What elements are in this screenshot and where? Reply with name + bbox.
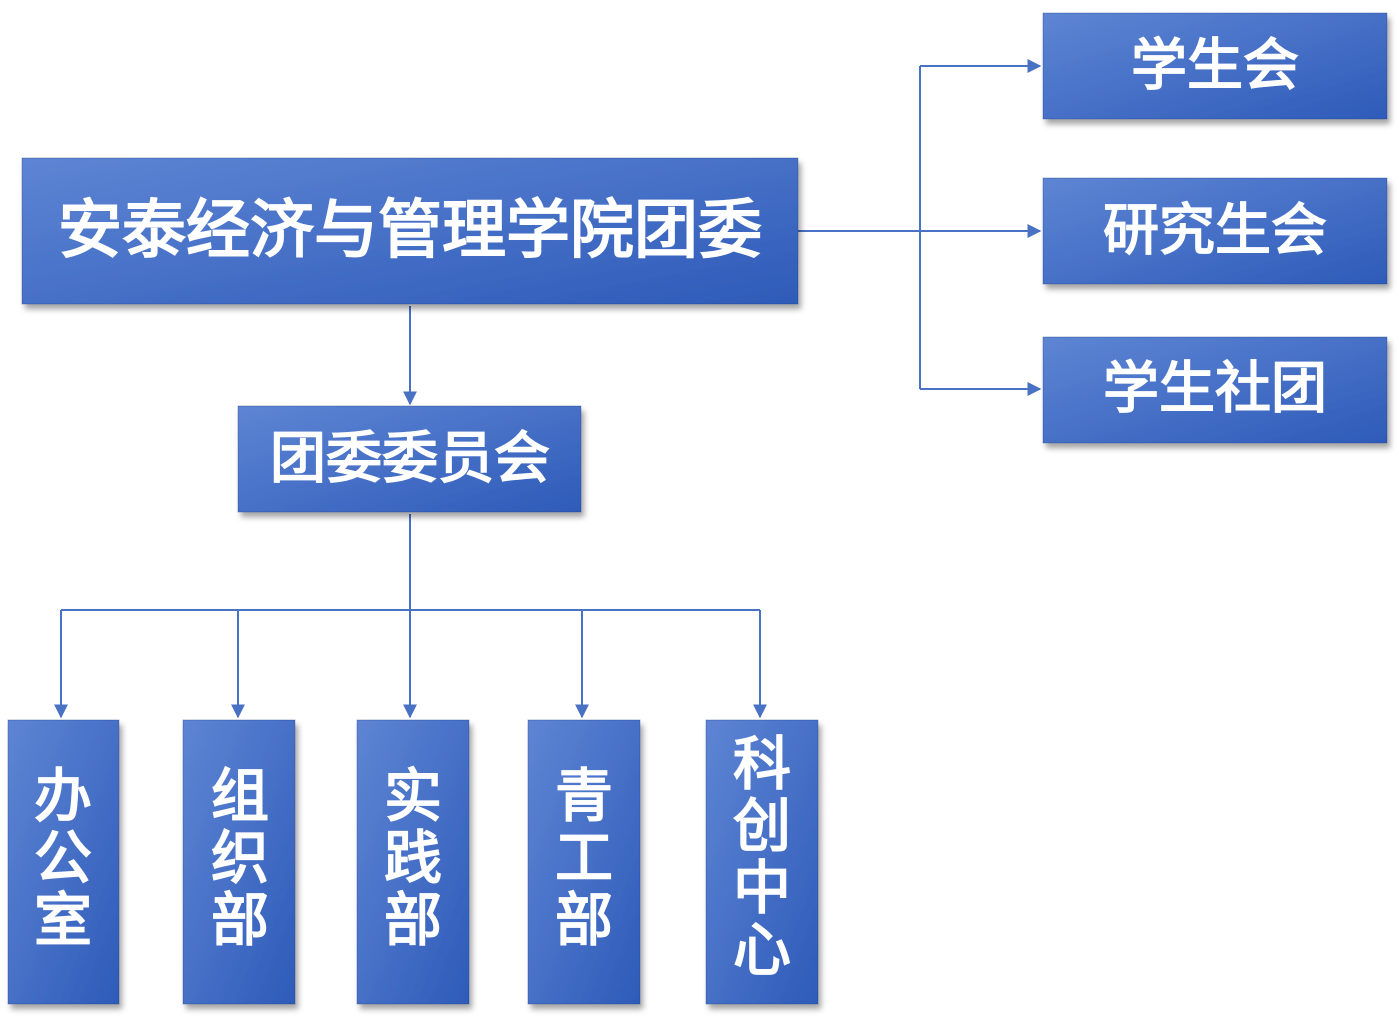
- affiliate-student-clubs: 学生社团: [1042, 336, 1388, 444]
- affiliate-graduate-union: 研究生会: [1042, 177, 1388, 285]
- department-label: 办公室: [34, 762, 92, 954]
- department-label-char: 实: [384, 762, 442, 830]
- department-label: 实践部: [384, 762, 442, 954]
- department-label: 青工部: [555, 762, 613, 954]
- root-node: 安泰经济与管理学院团委: [21, 157, 799, 305]
- department-label-char: 践: [384, 824, 442, 892]
- department-label-char: 青: [555, 762, 613, 830]
- department-label-char: 心: [733, 916, 791, 984]
- department-label-char: 公: [34, 824, 92, 892]
- root-label: 安泰经济与管理学院团委: [58, 194, 762, 268]
- department-office: 办公室: [7, 719, 120, 1005]
- committee-label: 团委委员会: [270, 427, 550, 492]
- committee-node: 团委委员会: [237, 405, 582, 513]
- department-label-char: 创: [733, 792, 791, 860]
- department-label: 组织部: [211, 762, 269, 954]
- department-youth-work: 青工部: [527, 719, 641, 1005]
- department-label-char: 工: [555, 824, 613, 892]
- connectors: [54, 59, 1042, 719]
- department-label-char: 部: [211, 886, 269, 954]
- department-label-char: 部: [555, 886, 613, 954]
- affiliate-label: 学生社团: [1103, 357, 1327, 422]
- department-label-char: 中: [733, 854, 791, 922]
- department-label-char: 室: [34, 886, 92, 954]
- affiliate-label: 学生会: [1131, 34, 1299, 99]
- department-label-char: 科: [733, 730, 791, 798]
- affiliate-label: 研究生会: [1103, 199, 1327, 264]
- department-label-char: 织: [211, 824, 269, 892]
- department-label-char: 组: [211, 762, 269, 830]
- department-label-char: 部: [384, 886, 442, 954]
- department-organization: 组织部: [182, 719, 296, 1005]
- department-practice: 实践部: [356, 719, 470, 1005]
- department-label-char: 办: [34, 762, 92, 830]
- affiliate-student-union: 学生会: [1042, 12, 1388, 120]
